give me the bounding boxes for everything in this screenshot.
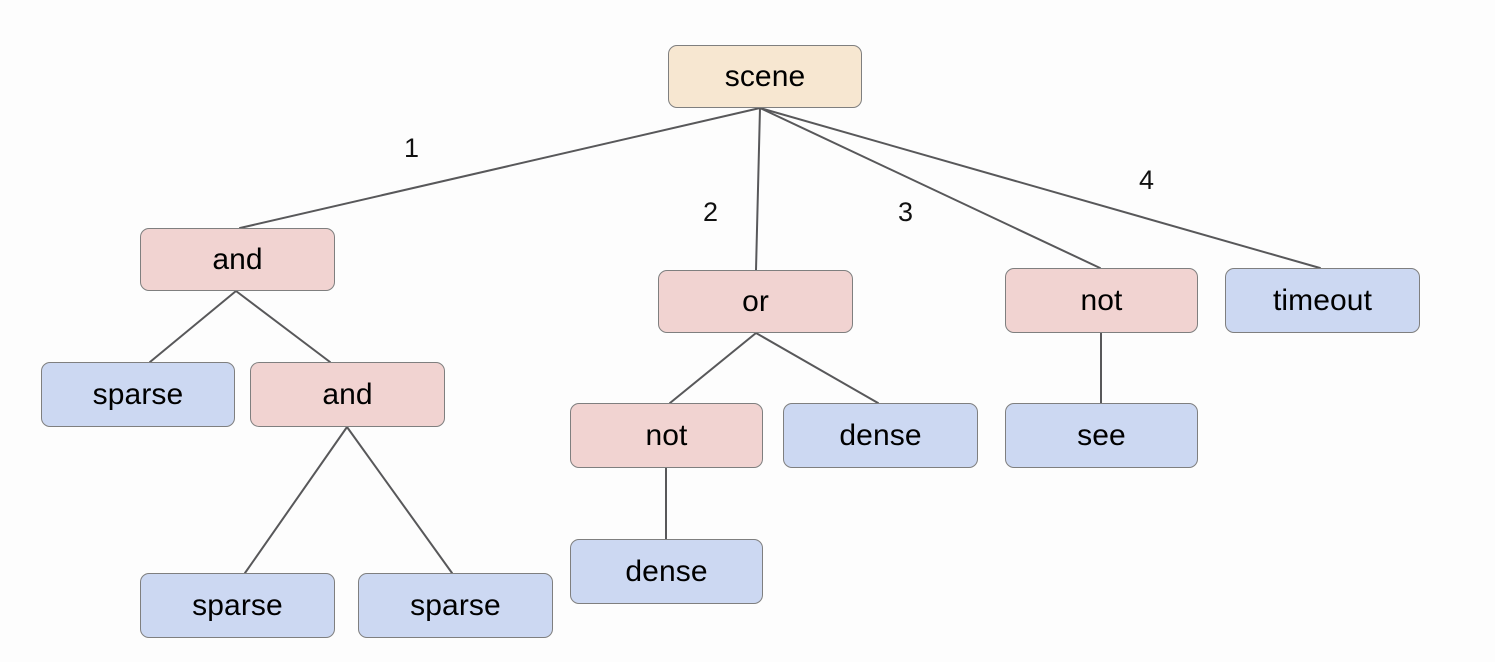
tree-node-label: timeout <box>1272 283 1373 317</box>
tree-node-not2[interactable]: not <box>1005 268 1198 333</box>
tree-node-timeout1[interactable]: timeout <box>1225 268 1420 333</box>
tree-edge-and2-to-sparse3 <box>346 426 453 574</box>
tree-node-label: and <box>212 242 263 276</box>
tree-node-dense2[interactable]: dense <box>570 539 763 604</box>
tree-edge-scene-to-or1 <box>755 107 761 271</box>
tree-edge-scene-to-and1 <box>239 107 761 229</box>
tree-node-label: or <box>742 284 769 318</box>
tree-edge-scene-to-timeout1 <box>759 107 1321 269</box>
tree-node-label: not <box>1080 283 1123 317</box>
tree-edge-or1-to-not1 <box>669 332 757 404</box>
tree-node-not1[interactable]: not <box>570 403 763 468</box>
tree-node-label: sparse <box>92 377 184 411</box>
tree-node-label: see <box>1077 418 1126 452</box>
tree-node-scene[interactable]: scene <box>668 45 862 108</box>
edge-label-3: 3 <box>898 197 914 227</box>
edge-label-4: 4 <box>1139 165 1155 195</box>
tree-node-or1[interactable]: or <box>658 270 853 333</box>
tree-node-label: not <box>645 418 688 452</box>
tree-node-dense1[interactable]: dense <box>783 403 978 468</box>
tree-edge-and1-to-and2 <box>235 290 331 363</box>
tree-edge-or1-to-dense1 <box>755 332 879 404</box>
tree-node-label: dense <box>839 418 922 452</box>
tree-edge-scene-to-not2 <box>759 107 1101 269</box>
tree-node-sparse2[interactable]: sparse <box>140 573 335 638</box>
tree-node-label: scene <box>724 59 806 93</box>
tree-edge-and2-to-sparse2 <box>244 426 348 574</box>
edge-label-1: 1 <box>404 133 420 163</box>
tree-node-label: dense <box>625 554 708 588</box>
tree-node-label: sparse <box>192 588 283 622</box>
tree-node-label: and <box>322 377 373 411</box>
tree-node-label: sparse <box>410 588 501 622</box>
edge-label-2: 2 <box>703 197 719 227</box>
tree-node-sparse3[interactable]: sparse <box>358 573 553 638</box>
tree-node-and2[interactable]: and <box>250 362 445 427</box>
tree-node-see1[interactable]: see <box>1005 403 1198 468</box>
tree-node-sparse1[interactable]: sparse <box>41 362 235 427</box>
tree-edge-and1-to-sparse1 <box>149 290 237 363</box>
tree-node-and1[interactable]: and <box>140 228 335 291</box>
